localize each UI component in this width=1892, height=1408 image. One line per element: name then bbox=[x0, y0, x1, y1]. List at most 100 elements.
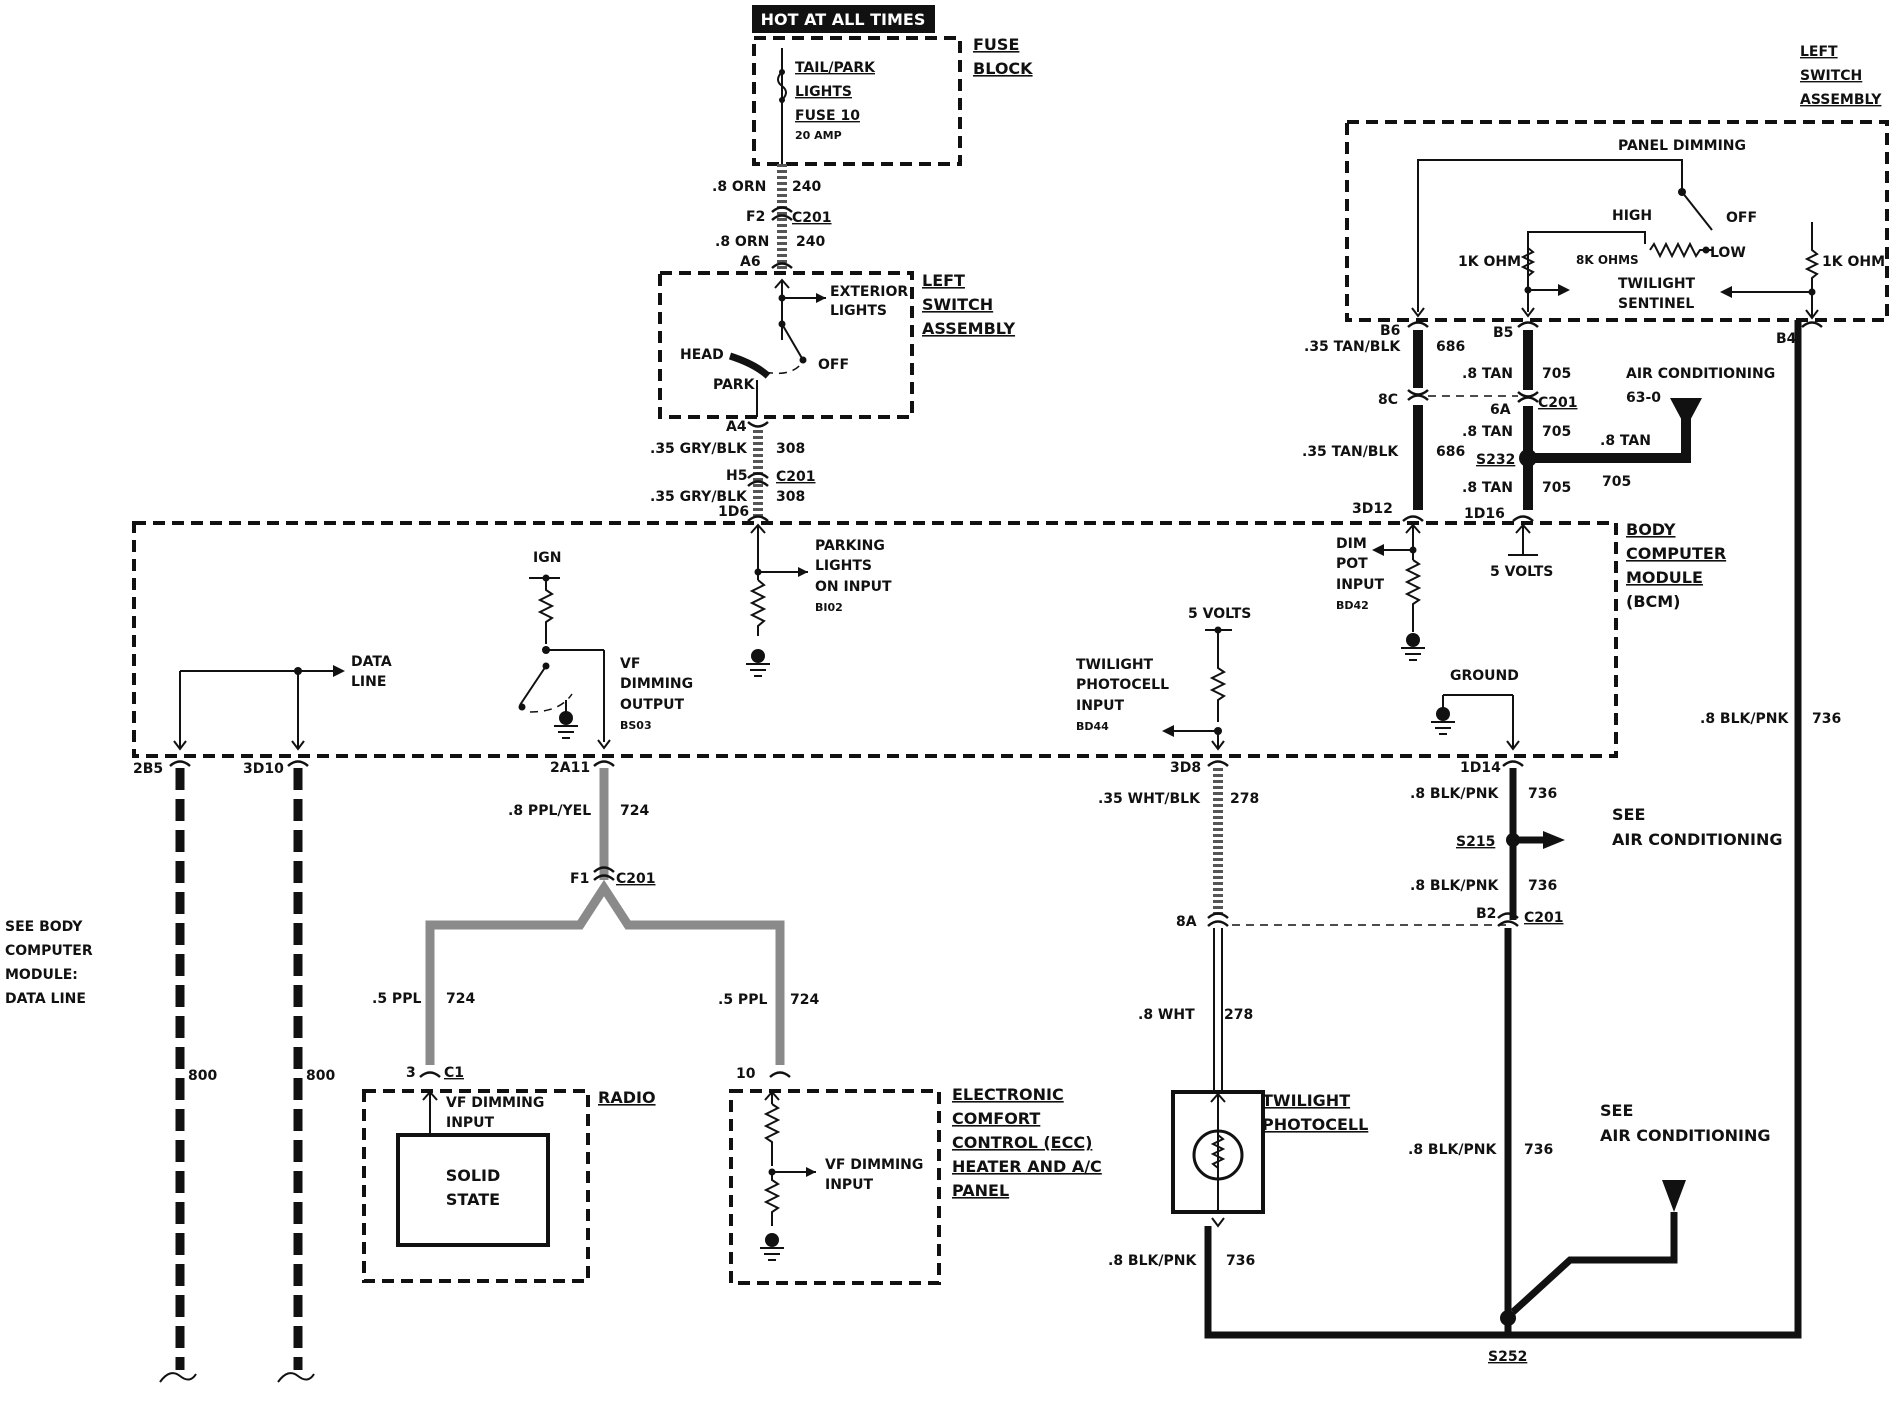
bcm-title-line3: MODULE bbox=[1626, 568, 1703, 587]
radio-box bbox=[362, 1089, 590, 1283]
parking-input-line4: BI02 bbox=[815, 601, 843, 614]
see-label-s252: SEE bbox=[1600, 1101, 1633, 1120]
wire-724-left-color: .5 PPL bbox=[372, 991, 421, 1007]
wire-705-ac bbox=[1528, 418, 1691, 463]
ecc-input-line2: INPUT bbox=[825, 1177, 874, 1193]
exterior-lights-label-line2: LIGHTS bbox=[830, 303, 887, 319]
hot-at-all-times-banner bbox=[752, 5, 935, 33]
dimming-switch-blade bbox=[1681, 191, 1713, 231]
wire-736d-color: .8 BLK/PNK bbox=[1700, 711, 1789, 727]
parking-input-line2: LIGHTS bbox=[815, 558, 872, 574]
wire-705-color: .8 TAN bbox=[1462, 366, 1513, 382]
data-line-label-line1: DATA bbox=[351, 654, 392, 670]
pin-a6: A6 bbox=[740, 254, 761, 270]
pin-1d6: 1D6 bbox=[718, 504, 749, 520]
ecc-input-line1: VF DIMMING bbox=[825, 1157, 923, 1173]
see-ac-code: 63-0 bbox=[1626, 390, 1661, 406]
wire-724-split bbox=[425, 879, 785, 1065]
wire-705d-color: .8 TAN bbox=[1462, 480, 1513, 496]
wire-308b-number: 308 bbox=[776, 489, 805, 505]
wire-240-color: .8 ORN bbox=[712, 179, 766, 195]
connector-c201-e-label: C201 bbox=[1524, 910, 1564, 926]
solid-state-line1: SOLID bbox=[446, 1166, 501, 1185]
pin-h5: H5 bbox=[726, 468, 747, 484]
dimming-switch-title-line3: ASSEMBLY bbox=[1800, 92, 1882, 108]
connector-c201-c-label: C201 bbox=[616, 871, 656, 887]
connector-c201-a-label: C201 bbox=[792, 210, 832, 226]
fuse-block-box bbox=[752, 36, 962, 166]
ecc-title-line1: ELECTRONIC bbox=[952, 1085, 1064, 1104]
dim-pot-resistor bbox=[1404, 559, 1422, 632]
parking-input-line1: PARKING bbox=[815, 538, 885, 554]
wire-240b-number: 240 bbox=[796, 234, 825, 250]
photocell-input-line4: BD44 bbox=[1076, 720, 1109, 733]
headlamp-switch-title-line1: LEFT bbox=[922, 271, 965, 290]
headlamp-switch-blade bbox=[781, 323, 804, 361]
wire-724-color: .8 PPL/YEL bbox=[508, 803, 591, 819]
connector-c201-8a bbox=[1207, 912, 1229, 927]
see-ac-s252: AIR CONDITIONING bbox=[1600, 1126, 1771, 1145]
side-note-line4: DATA LINE bbox=[5, 991, 86, 1007]
radio-input-line2: INPUT bbox=[446, 1115, 495, 1131]
connector-c201-h5 bbox=[747, 472, 769, 487]
side-note-line3: MODULE: bbox=[5, 967, 78, 983]
vf-output-line2: DIMMING bbox=[620, 676, 693, 692]
dim-pot-line1: DIM bbox=[1336, 536, 1367, 552]
fuse-rating: 20 AMP bbox=[795, 129, 842, 142]
resistor-1k-right bbox=[1804, 222, 1820, 298]
wire-686b-number: 686 bbox=[1436, 444, 1465, 460]
dimming-switch-box bbox=[1345, 120, 1889, 322]
wire-686b-color: .35 TAN/BLK bbox=[1302, 444, 1399, 460]
wire-240b-color: .8 ORN bbox=[715, 234, 769, 250]
bcm-box bbox=[132, 521, 1618, 758]
switch-park-label: PARK bbox=[713, 377, 756, 393]
pin-10: 10 bbox=[736, 1066, 756, 1082]
wire-736a-color: .8 BLK/PNK bbox=[1410, 786, 1499, 802]
wire-308-number: 308 bbox=[776, 441, 805, 457]
wire-686-number: 686 bbox=[1436, 339, 1465, 355]
solid-state-box bbox=[396, 1133, 550, 1247]
fuse-name-line2: LIGHTS bbox=[795, 84, 852, 100]
wire-724-right-color: .5 PPL bbox=[718, 992, 767, 1008]
headlamp-switch-title-line2: SWITCH bbox=[922, 295, 993, 314]
ign-resistor bbox=[537, 578, 555, 644]
wire-724-left-number: 724 bbox=[446, 991, 475, 1007]
pin-3d10: 3D10 bbox=[243, 761, 284, 777]
wire-736e-number: 736 bbox=[1226, 1253, 1255, 1269]
ecc-title-line5: PANEL bbox=[952, 1181, 1009, 1200]
wire-240-number: 240 bbox=[792, 179, 821, 195]
connector-c201-d-label: C201 bbox=[1538, 395, 1578, 411]
photocell-icon bbox=[1192, 1129, 1244, 1181]
ign-label: IGN bbox=[533, 550, 561, 566]
dimming-switch-title-line2: SWITCH bbox=[1800, 68, 1862, 84]
pin-f1: F1 bbox=[570, 871, 589, 887]
vf-output-line3: OUTPUT bbox=[620, 697, 684, 713]
wire-736b-number: 736 bbox=[1528, 878, 1557, 894]
pin-b4: B4 bbox=[1776, 331, 1797, 347]
wire-736c-color: .8 BLK/PNK bbox=[1408, 1142, 1497, 1158]
parking-input-line3: ON INPUT bbox=[815, 579, 892, 595]
headlamp-switch-box bbox=[658, 271, 914, 419]
pin-3d12: 3D12 bbox=[1352, 501, 1393, 517]
wire-724-number: 724 bbox=[620, 803, 649, 819]
radio-input-line1: VF DIMMING bbox=[446, 1095, 544, 1111]
resistor-8k-label: 8K OHMS bbox=[1576, 253, 1639, 267]
ground-bus-736 bbox=[1204, 320, 1802, 1339]
splice-s252: S252 bbox=[1488, 1349, 1527, 1365]
pin-3d8: 3D8 bbox=[1170, 760, 1201, 776]
ecc-title-line2: COMFORT bbox=[952, 1109, 1040, 1128]
vf-output-line4: BS03 bbox=[620, 719, 652, 732]
fuse-id: FUSE 10 bbox=[795, 108, 860, 124]
dim-pot-line3: INPUT bbox=[1336, 577, 1385, 593]
wire-800-a-number: 800 bbox=[188, 1068, 217, 1084]
fuse-block-title-line2: BLOCK bbox=[973, 59, 1033, 78]
connector-c201-f1 bbox=[593, 866, 615, 881]
wire-736a-number: 736 bbox=[1528, 786, 1557, 802]
pin-8c: 8C bbox=[1378, 392, 1398, 408]
exterior-lights-label-line1: EXTERIOR bbox=[830, 284, 908, 300]
resistor-1k-left bbox=[1520, 247, 1536, 277]
see-ac-s215: AIR CONDITIONING bbox=[1612, 830, 1783, 849]
connector-c1-label: C1 bbox=[444, 1065, 464, 1081]
pin-1d16: 1D16 bbox=[1464, 506, 1505, 522]
ecc-title-line4: HEATER AND A/C bbox=[952, 1157, 1102, 1176]
